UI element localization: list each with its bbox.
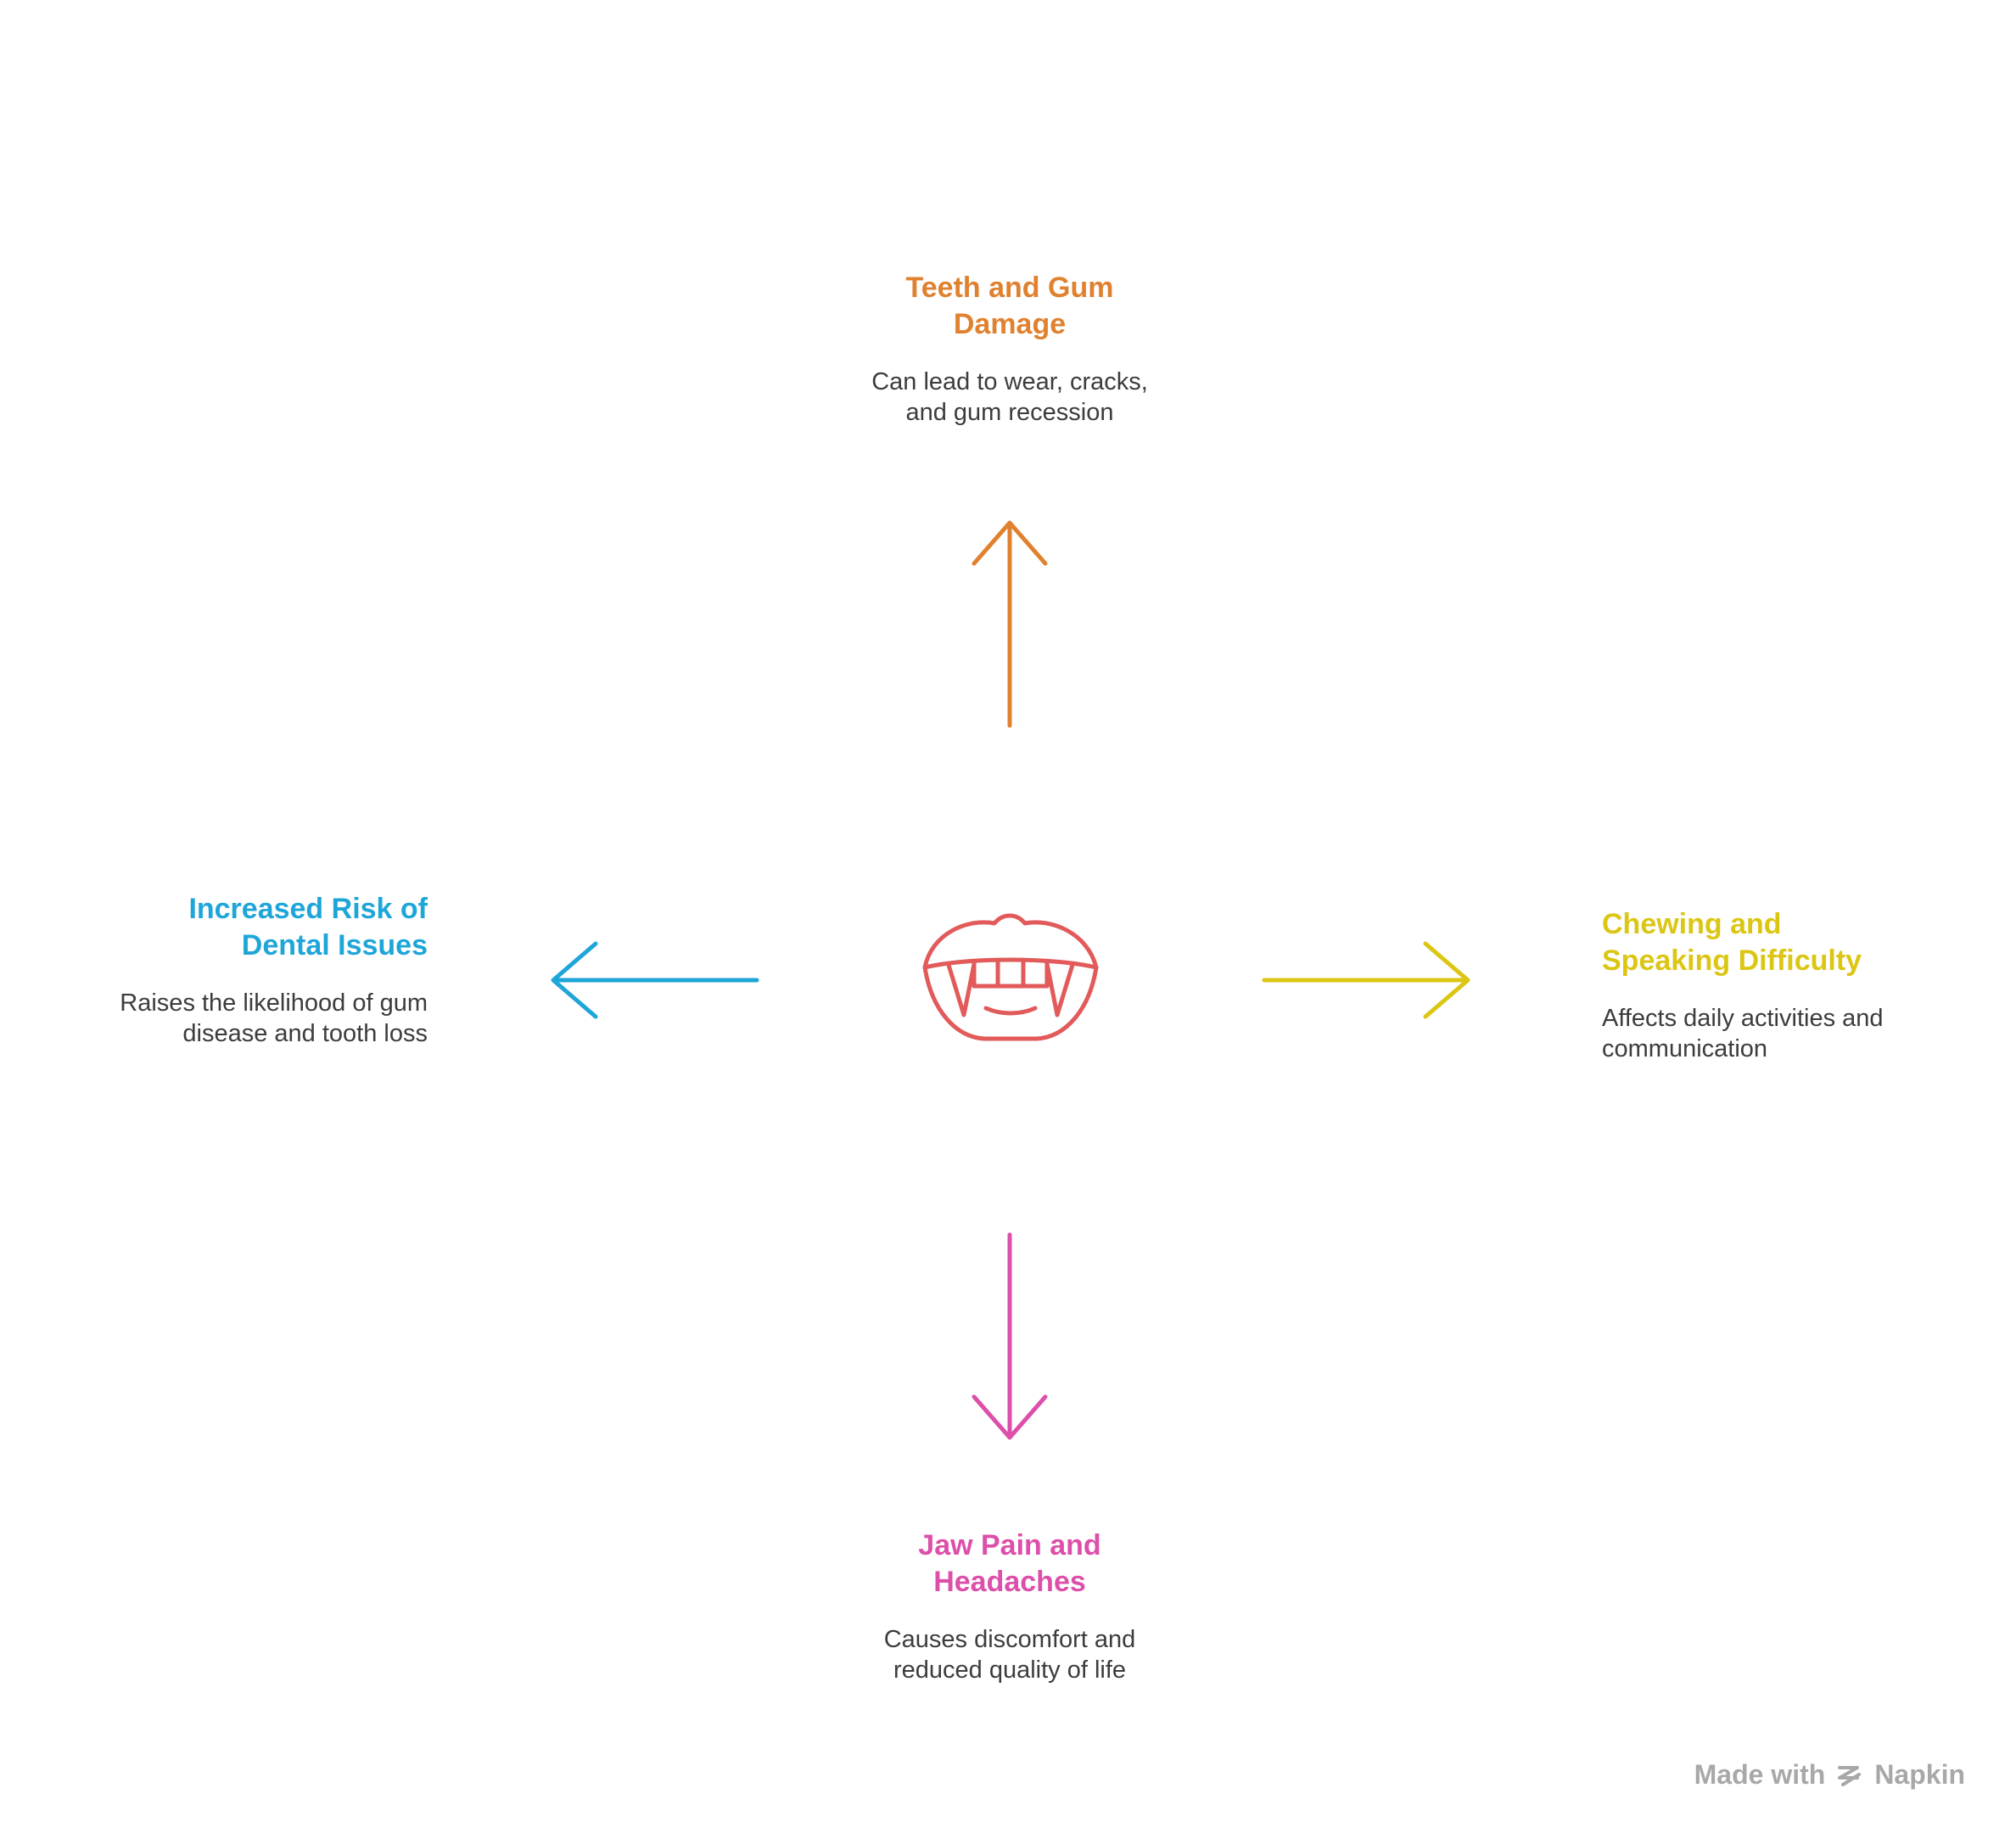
- arrow-right-chewing-speaking: [1262, 941, 1470, 1019]
- node-jaw-pain: Jaw Pain and Headaches Causes discomfort…: [848, 1528, 1171, 1685]
- napkin-logo-icon: [1838, 1765, 1862, 1786]
- node-dental-issues: Increased Risk of Dental Issues Raises t…: [119, 891, 428, 1049]
- credit-prefix: Made with: [1694, 1759, 1826, 1790]
- node-chewing-speaking: Chewing and Speaking Difficulty Affects …: [1602, 906, 1907, 1064]
- node-title: Chewing and Speaking Difficulty: [1602, 908, 1862, 977]
- arrow-down-jaw-pain: [972, 1232, 1048, 1440]
- mouth-fangs-icon: [922, 913, 1099, 1041]
- node-teeth-gum-damage: Teeth and Gum Damage Can lead to wear, c…: [865, 270, 1154, 428]
- node-description: Raises the likelihood of gum disease and…: [120, 989, 428, 1047]
- arrow-up-teeth-gum: [972, 520, 1048, 728]
- node-description: Causes discomfort and reduced quality of…: [883, 1626, 1136, 1684]
- node-description: Affects daily activities and communicati…: [1602, 1005, 1884, 1062]
- node-description: Can lead to wear, cracks, and gum recess…: [871, 368, 1148, 426]
- node-title: Teeth and Gum Damage: [905, 272, 1114, 340]
- node-title: Increased Risk of Dental Issues: [188, 893, 428, 961]
- made-with-credit[interactable]: Made with Napkin: [1694, 1759, 1965, 1791]
- arrow-left-dental-issues: [551, 941, 759, 1019]
- credit-brand: Napkin: [1874, 1759, 1965, 1790]
- node-title: Jaw Pain and Headaches: [918, 1529, 1101, 1598]
